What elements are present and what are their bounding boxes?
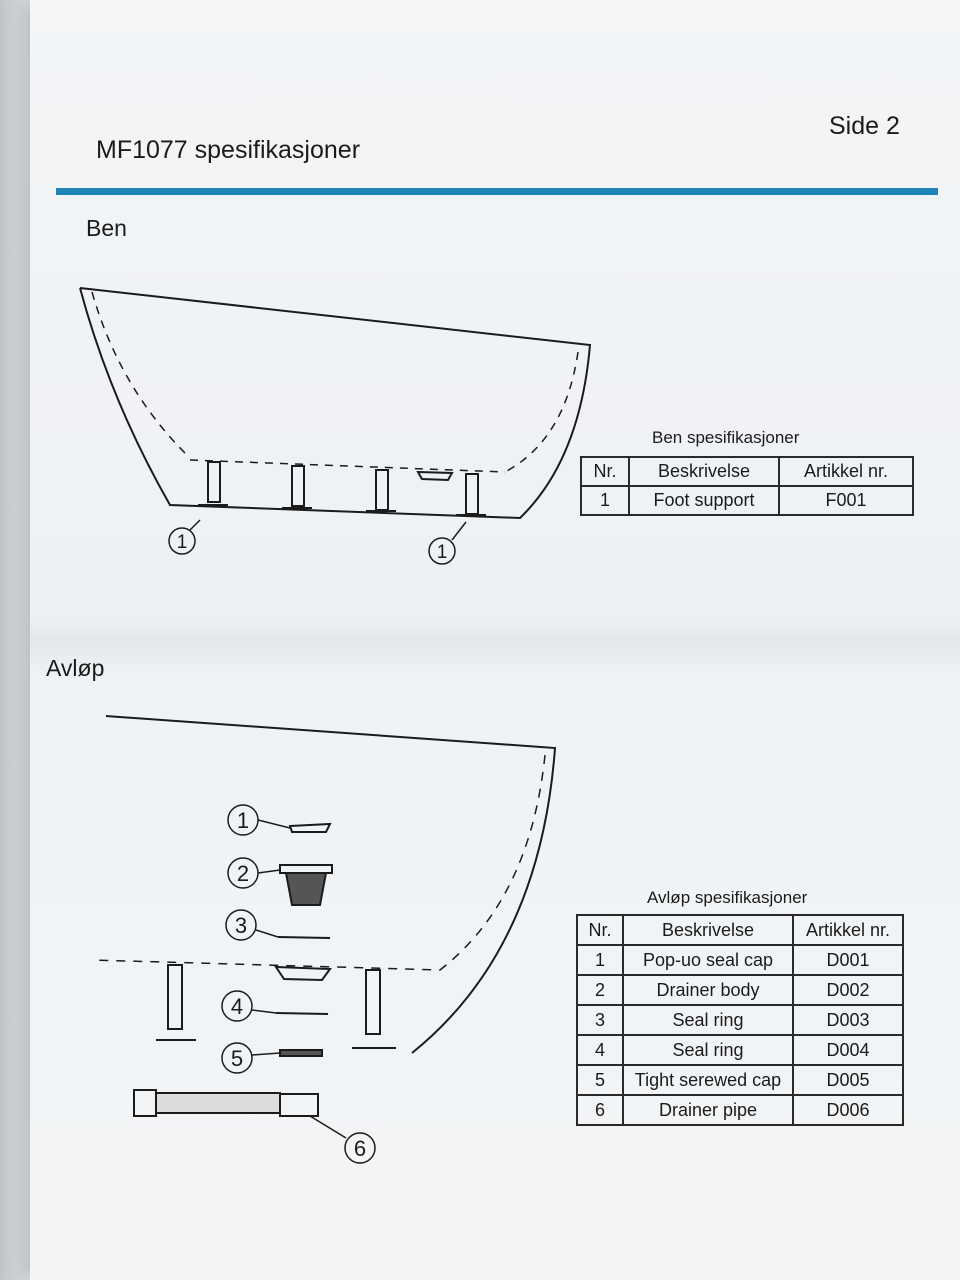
- callout-circle: 1: [428, 521, 467, 565]
- table-cell: 1: [576, 944, 624, 976]
- table-cell: Drainer body: [622, 974, 794, 1006]
- bathtub-drain-drawing: [91, 715, 557, 1054]
- table-cell: 3: [576, 1004, 624, 1036]
- svg-text:2: 2: [237, 861, 249, 886]
- callout-circle: 1: [168, 519, 201, 555]
- header-cell: Artikkel nr.: [778, 456, 914, 487]
- table-cell: Foot support: [628, 485, 780, 516]
- table-cell: Tight serewed cap: [622, 1064, 794, 1096]
- title-rule: [56, 188, 938, 195]
- table-cell: 6: [576, 1094, 624, 1126]
- table-cell: D004: [792, 1034, 904, 1066]
- table-cell: F001: [778, 485, 914, 516]
- bathtub-side-drawing: [79, 287, 592, 520]
- ben-table-caption: Ben spesifikasjoner: [652, 428, 800, 447]
- table-cell: D002: [792, 974, 904, 1006]
- svg-text:1: 1: [237, 808, 249, 833]
- callout-circle: 5: [221, 1042, 281, 1074]
- table-cell: 4: [576, 1034, 624, 1066]
- table-cell: D005: [792, 1064, 904, 1096]
- table-cell: D006: [792, 1094, 904, 1126]
- table-header-row: Nr. Beskrivelse Artikkel nr.: [580, 456, 914, 487]
- table-cell: Pop-uo seal cap: [622, 944, 794, 976]
- header-cell: Artikkel nr.: [792, 914, 904, 946]
- table-cell: 5: [576, 1064, 624, 1096]
- table-row: 1 Foot support F001: [580, 485, 914, 516]
- callout-circle: 4: [221, 990, 277, 1022]
- header-cell: Beskrivelse: [628, 456, 780, 487]
- svg-text:1: 1: [437, 542, 448, 563]
- table-cell: D001: [792, 944, 904, 976]
- svg-text:1: 1: [177, 532, 188, 553]
- header-cell: Nr.: [576, 914, 624, 946]
- avlop-table-caption: Avløp spesifikasjoner: [647, 888, 808, 907]
- callout-circle: 1: [227, 804, 291, 836]
- ben-heading: Ben: [86, 215, 127, 241]
- foot-support-icon: [198, 461, 486, 516]
- svg-text:4: 4: [231, 994, 243, 1019]
- callout-circle: 2: [227, 857, 281, 889]
- callout-circle: 3: [225, 909, 279, 941]
- svg-text:3: 3: [235, 913, 247, 938]
- header-cell: Beskrivelse: [622, 914, 794, 946]
- ben-spec-table: Nr. Beskrivelse Artikkel nr. 1 Foot supp…: [580, 456, 914, 516]
- table-cell: Seal ring: [622, 1004, 794, 1036]
- page-number: Side 2: [829, 112, 900, 140]
- avlop-heading: Avløp: [46, 655, 105, 681]
- table-header-row: Nr. Beskrivelse Artikkel nr.: [576, 914, 904, 946]
- svg-text:6: 6: [354, 1136, 366, 1161]
- header-cell: Nr.: [580, 456, 630, 487]
- document-title: MF1077 spesifikasjoner: [96, 136, 361, 164]
- table-cell: 1: [580, 485, 630, 516]
- table-cell: Seal ring: [622, 1034, 794, 1066]
- table-cell: 2: [576, 974, 624, 1006]
- table-cell: Drainer pipe: [622, 1094, 794, 1126]
- table-cell: D003: [792, 1004, 904, 1036]
- drain-parts-icon: [133, 822, 396, 1117]
- callout-circle: 6: [309, 1115, 376, 1164]
- svg-text:5: 5: [231, 1046, 243, 1071]
